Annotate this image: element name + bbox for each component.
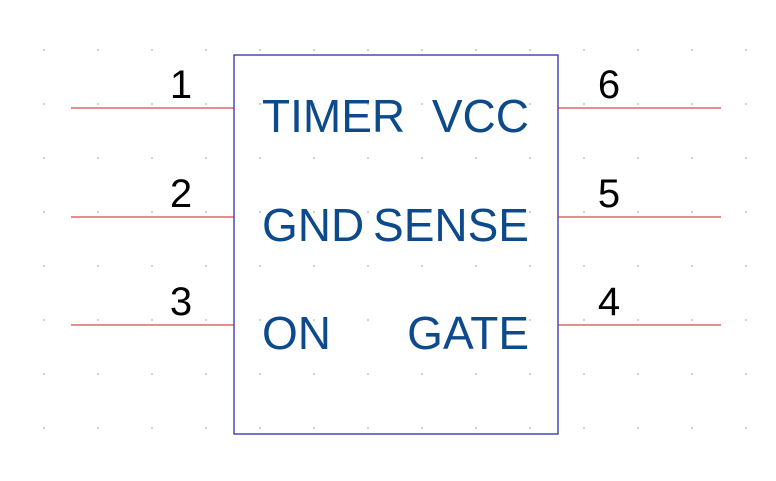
pin-1-label: TIMER [262, 90, 405, 142]
pin-5-number: 5 [598, 172, 620, 216]
pin-5-label: SENSE [373, 199, 529, 251]
pin-3-label: ON [262, 307, 331, 359]
pin-6-number: 6 [598, 63, 620, 107]
pin-6-label: VCC [432, 90, 529, 142]
pin-2-label: GND [262, 199, 364, 251]
pin-4-number: 4 [598, 280, 620, 324]
component-body [233, 54, 559, 435]
pin-4-label: GATE [407, 307, 529, 359]
pin-2-number: 2 [170, 172, 192, 216]
pin-1-number: 1 [170, 63, 192, 107]
pin-3-number: 3 [170, 280, 192, 324]
